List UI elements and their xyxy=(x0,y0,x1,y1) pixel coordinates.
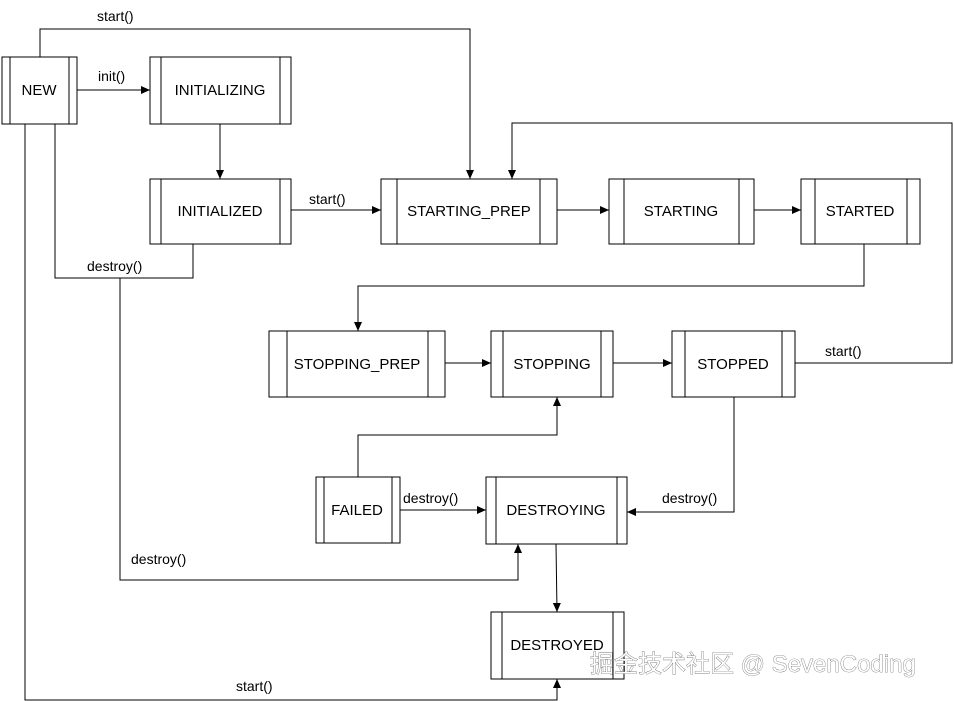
edge-destroying-to-destroyed xyxy=(552,543,561,613)
edges xyxy=(24,28,953,701)
node-stopped-label: STOPPED xyxy=(697,356,769,373)
watermark-text: 掘金技术社区 @ SevenCoding xyxy=(590,651,916,678)
node-destroyed-label: DESTROYED xyxy=(510,637,604,654)
node-starting-label: STARTING xyxy=(644,203,718,220)
label-failed-to-destroying: destroy() xyxy=(403,490,458,506)
label-new-to-destroyed: start() xyxy=(236,678,273,694)
label-new-to-initializing: init() xyxy=(98,68,125,84)
node-starting: STARTING xyxy=(608,178,755,245)
edge-stopped-to-destroying xyxy=(627,397,735,516)
node-started-label: STARTED xyxy=(826,203,895,220)
node-failed-label: FAILED xyxy=(331,502,383,519)
node-starting-prep-label: STARTING_PREP xyxy=(407,203,531,220)
node-destroyed: DESTROYED xyxy=(490,611,625,680)
label-initialized-to-starting-prep: start() xyxy=(309,191,346,207)
label-new-initialized-destroy: destroy() xyxy=(87,258,142,274)
label-new-to-starting-prep: start() xyxy=(97,8,134,24)
node-starting-prep: STARTING_PREP xyxy=(380,178,558,245)
edge-destroy-to-destroying xyxy=(119,278,522,581)
node-initializing: INITIALIZING xyxy=(149,56,292,125)
node-destroying-label: DESTROYING xyxy=(506,502,605,519)
edge-failed-to-stopping xyxy=(357,397,561,477)
node-failed: FAILED xyxy=(315,476,401,544)
node-stopping-prep-label: STOPPING_PREP xyxy=(294,356,420,373)
label-stopped-to-starting-prep: start() xyxy=(825,343,862,359)
node-new-label: NEW xyxy=(22,82,58,99)
edge-labels: start() init() start() destroy() start()… xyxy=(87,8,862,694)
edge-stopped-to-starting-prep xyxy=(508,122,953,364)
node-stopped: STOPPED xyxy=(671,330,796,398)
edge-started-to-stopping-prep xyxy=(354,244,865,331)
node-started: STARTED xyxy=(800,178,921,245)
label-stopped-to-destroying: destroy() xyxy=(662,490,717,506)
edge-new-to-destroyed xyxy=(24,124,561,701)
label-destroy-to-destroying: destroy() xyxy=(131,551,186,567)
node-initializing-label: INITIALIZING xyxy=(175,82,266,99)
edge-new-initialized-destroy xyxy=(54,124,194,279)
node-initialized-label: INITIALIZED xyxy=(177,203,262,220)
edge-new-to-starting-prep xyxy=(39,28,474,179)
node-stopping-label: STOPPING xyxy=(513,356,590,373)
node-stopping-prep: STOPPING_PREP xyxy=(268,330,446,398)
node-new: NEW xyxy=(1,56,78,125)
node-stopping: STOPPING xyxy=(490,330,614,398)
node-initialized: INITIALIZED xyxy=(149,178,292,245)
node-destroying: DESTROYING xyxy=(485,476,628,545)
